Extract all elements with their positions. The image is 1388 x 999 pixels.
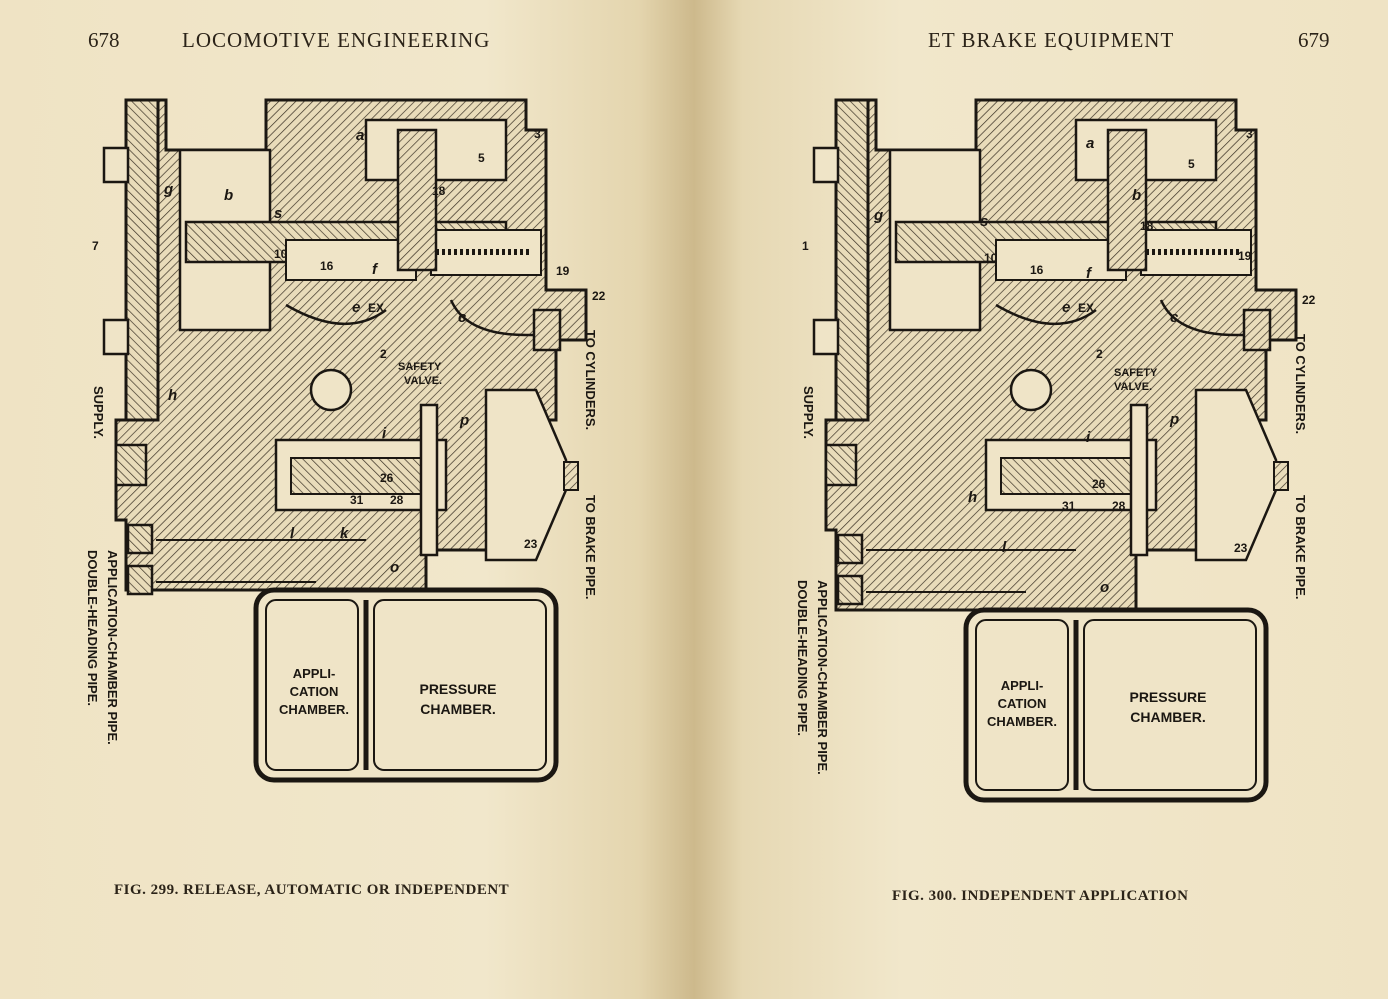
port-b: b [1132, 187, 1141, 204]
port-p: p [459, 412, 469, 429]
figure-caption: FIG. 300. INDEPENDENT APPLICATION [892, 888, 1189, 904]
port-f: f [372, 261, 379, 278]
to-brake-pipe-label: TO BRAKE PIPE. [583, 495, 598, 600]
part-18: 18 [432, 184, 446, 198]
supply-label: SUPPLY. [91, 386, 106, 439]
part-31: 31 [1062, 499, 1076, 513]
port-s: s [274, 205, 282, 222]
port-a: a [356, 127, 364, 144]
application-chamber-pipe-label: APPLICATION-CHAMBER PIPE. [105, 550, 120, 745]
to-brake-pipe-label: TO BRAKE PIPE. [1293, 495, 1308, 600]
right-page: ET BRAKE EQUIPMENT 679 [694, 0, 1388, 999]
part-16: 16 [320, 259, 334, 273]
part-23: 23 [1234, 541, 1248, 555]
part-28: 28 [1112, 499, 1126, 513]
port-p: p [1169, 411, 1179, 428]
exhaust-label: EX [368, 301, 384, 315]
part-2: 2 [1096, 347, 1103, 361]
part-16: 16 [1030, 263, 1044, 277]
part-28: 28 [390, 493, 404, 507]
page-number: 679 [1298, 28, 1330, 52]
port-a: a [1086, 135, 1094, 152]
left-page: 678 LOCOMOTIVE ENGINEERING [0, 0, 694, 999]
part-2: 2 [380, 347, 387, 361]
port-b: b [224, 187, 233, 204]
port-g: g [163, 181, 173, 198]
double-heading-pipe-label: DOUBLE-HEADING PIPE. [86, 550, 100, 706]
port-o: o [1100, 579, 1109, 596]
part-19: 19 [556, 264, 570, 278]
part-5: 5 [478, 151, 485, 165]
part-number-labels: 2 3 5 7 10 16 18 19 22 23 26 28 31 [92, 127, 606, 551]
part-22: 22 [1302, 293, 1316, 307]
port-l: l [1002, 539, 1007, 556]
to-cylinders-label: TO CYLINDERS. [1293, 334, 1308, 434]
part-22: 22 [592, 289, 606, 303]
running-head: LOCOMOTIVE ENGINEERING [182, 28, 491, 52]
part-26: 26 [1092, 477, 1106, 491]
port-h: h [168, 387, 177, 404]
running-head: ET BRAKE EQUIPMENT [928, 28, 1175, 52]
port-c: c [458, 309, 467, 326]
port-o: o [390, 559, 399, 576]
part-3: 3 [534, 127, 541, 141]
double-heading-pipe-label: DOUBLE-HEADING PIPE. [796, 580, 810, 736]
port-letter-labels: a b c e f g h i l o p s [873, 135, 1179, 596]
figure-caption: FIG. 299. RELEASE, AUTOMATIC OR INDEPEND… [114, 882, 510, 898]
supply-label: SUPPLY. [801, 386, 816, 439]
part-5: 5 [1188, 157, 1195, 171]
part-18: 18 [1140, 219, 1154, 233]
page-number: 678 [88, 28, 120, 52]
part-26: 26 [380, 471, 394, 485]
part-31: 31 [350, 493, 364, 507]
port-i: i [382, 425, 387, 442]
port-l: l [290, 525, 295, 542]
part-10: 10 [274, 247, 288, 261]
port-f: f [1086, 265, 1093, 282]
to-cylinders-label: TO CYLINDERS. [583, 330, 598, 430]
port-c: c [1170, 309, 1179, 326]
part-1: 1 [802, 239, 809, 253]
port-k: k [340, 525, 349, 542]
application-chamber-pipe-label: APPLICATION-CHAMBER PIPE. [815, 580, 830, 775]
part-10: 10 [984, 251, 998, 265]
part-7: 7 [92, 239, 99, 253]
part-number-labels: 1 2 3 5 10 16 18 19 22 23 26 28 31 [802, 127, 1316, 555]
part-19: 19 [1238, 249, 1252, 263]
port-e: e [1062, 299, 1070, 316]
port-g: g [873, 207, 883, 224]
exhaust-label: EX [1078, 301, 1094, 315]
port-e: e [352, 299, 360, 316]
port-letter-labels: a b c e f g h i k l o p s [163, 127, 469, 576]
port-s: s [980, 213, 988, 230]
part-23: 23 [524, 537, 538, 551]
port-h: h [968, 489, 977, 506]
port-i: i [1086, 429, 1091, 446]
part-3: 3 [1246, 127, 1253, 141]
